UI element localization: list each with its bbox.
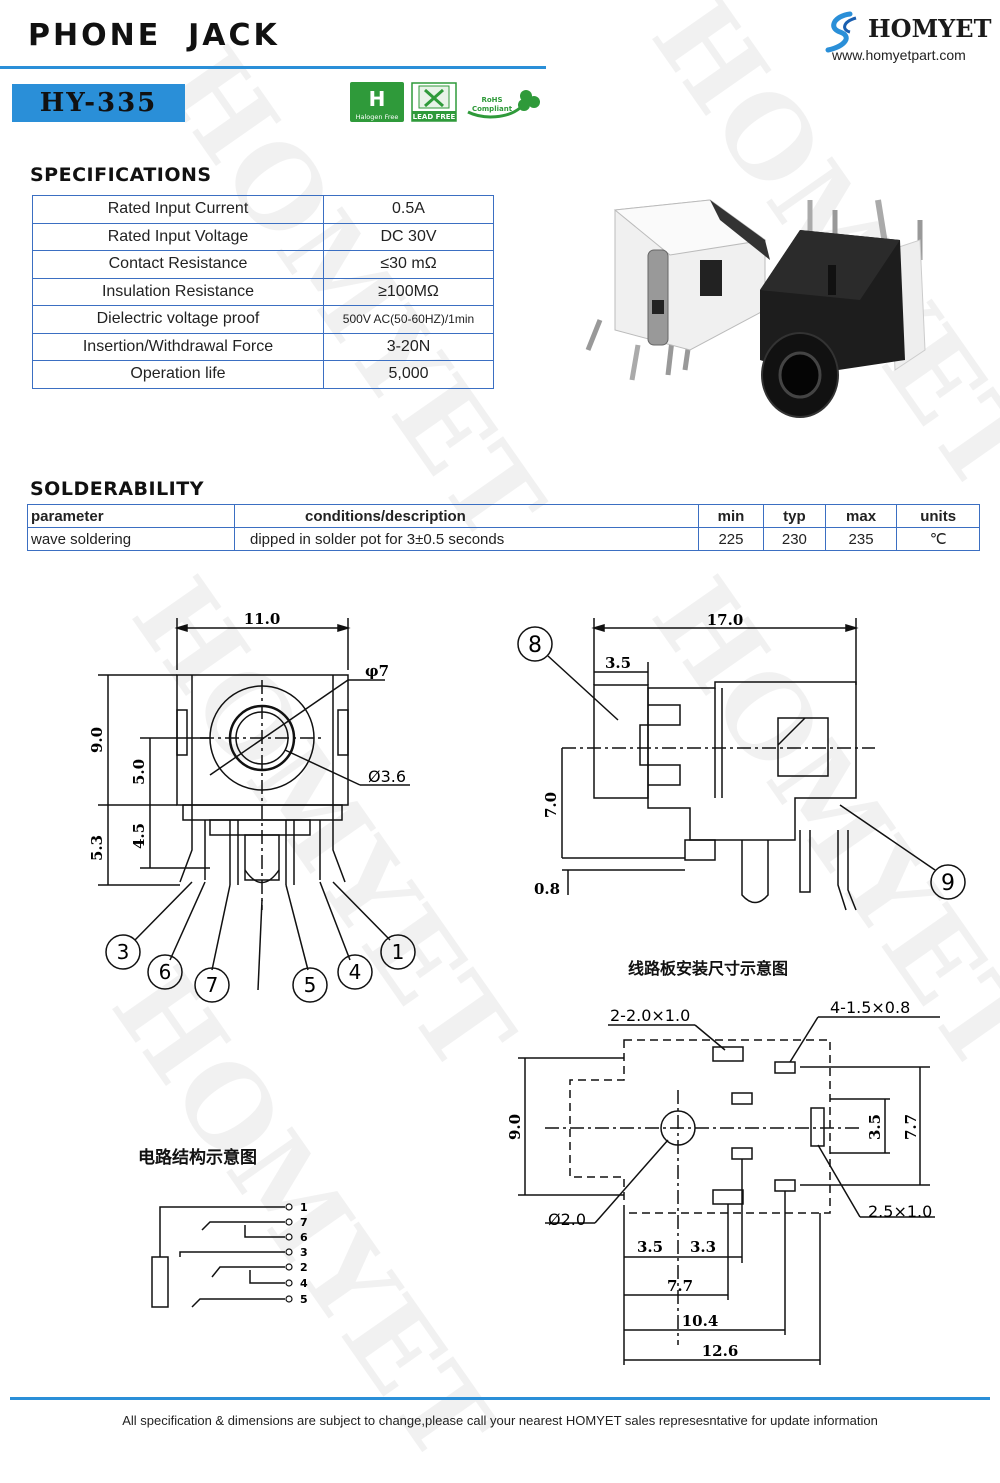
pin-label: 7 <box>206 973 219 997</box>
specifications-heading: SPECIFICATIONS <box>30 164 212 186</box>
lead-free-badge: LEAD FREE <box>411 82 457 122</box>
dim-d104: 10.4 <box>682 1312 719 1330</box>
page-title: PHONE JACK <box>28 18 280 53</box>
pin-label: 1 <box>392 940 405 964</box>
pin-label: 3 <box>117 940 130 964</box>
dim-h45: 4.5 <box>130 823 148 849</box>
front-view-drawing: 11.0 φ7 Ø3.6 9.0 5.0 4.5 5.3 3 6 7 5 4 1 <box>88 610 416 1003</box>
pcb-layout-title: 线路板安装尺寸示意图 <box>628 959 789 978</box>
jack-front-view <box>760 199 926 418</box>
jack-rear-view <box>585 199 770 381</box>
circuit-pin: 2 <box>300 1261 308 1274</box>
pad-spec-a: 2-2.0×1.0 <box>610 1006 690 1025</box>
footer-rule <box>10 1397 990 1400</box>
circuit-pin: 1 <box>300 1201 308 1214</box>
pin-label: 6 <box>159 960 172 984</box>
halogen-free-badge: H Halogen Free <box>350 82 404 122</box>
rohs-label-top: RoHS <box>481 96 502 104</box>
svg-text:H: H <box>369 87 386 111</box>
dim-d126: 12.6 <box>702 1342 739 1360</box>
circuit-pin: 3 <box>300 1246 308 1259</box>
halogen-free-label: Halogen Free <box>356 113 399 121</box>
dim-phi36: Ø3.6 <box>368 767 406 786</box>
dim-h9: 9.0 <box>88 727 106 753</box>
callout-9: 9 <box>941 871 955 896</box>
solderability-heading: SOLDERABILITY <box>30 478 204 500</box>
dim-h08: 0.8 <box>534 880 560 898</box>
dim-h77: 7.7 <box>902 1114 920 1140</box>
brand-url: www.homyetpart.com <box>832 47 966 63</box>
table-row: wave soldering dipped in solder pot for … <box>27 527 980 551</box>
footer-note: All specification & dimensions are subje… <box>122 1413 878 1428</box>
pin-label: 4 <box>349 960 362 984</box>
solderability-table: parameter conditions/description min typ… <box>27 504 980 551</box>
rohs-badge: RoHS Compliant <box>464 82 540 122</box>
homyet-logo-icon <box>825 11 857 53</box>
hole-diameter: Ø2.0 <box>548 1210 586 1229</box>
rohs-label-bottom: Compliant <box>472 105 513 113</box>
dim-h7: 7.0 <box>542 792 560 818</box>
pad-spec-b: 4-1.5×0.8 <box>830 998 910 1017</box>
dim-width: 11.0 <box>244 610 281 628</box>
dim-phi7: φ7 <box>365 662 389 680</box>
dim-h35: 3.5 <box>866 1114 884 1140</box>
table-row: Insulation Resistance≥100MΩ <box>32 277 494 306</box>
circuit-diagram: 1 7 6 3 2 4 5 <box>151 1201 308 1308</box>
dim-h9: 9.0 <box>506 1114 524 1140</box>
pcb-layout-drawing: 2-2.0×1.0 4-1.5×0.8 2.5×1.0 Ø2.0 9.0 3.5… <box>506 998 940 1365</box>
circuit-pin: 6 <box>300 1231 308 1244</box>
circuit-pin: 7 <box>300 1216 308 1229</box>
side-view-drawing: 17.0 3.5 7.0 0.8 8 9 <box>517 611 966 911</box>
title-underline <box>0 66 546 69</box>
dim-h5: 5.0 <box>130 759 148 785</box>
table-row: Contact Resistance≤30 mΩ <box>32 250 494 279</box>
callout-8: 8 <box>528 633 542 658</box>
pin-label: 5 <box>304 973 317 997</box>
dim-d77: 7.7 <box>667 1277 693 1295</box>
dim-d35: 3.5 <box>637 1238 663 1256</box>
lead-free-label: LEAD FREE <box>413 113 456 121</box>
dim-d33: 3.3 <box>690 1238 716 1256</box>
table-header-row: parameter conditions/description min typ… <box>27 504 980 528</box>
circuit-title: 电路结构示意图 <box>138 1148 257 1168</box>
dim-width: 17.0 <box>707 611 744 629</box>
pad-spec-c: 2.5×1.0 <box>868 1202 932 1221</box>
product-photo <box>585 199 926 418</box>
dim-35: 3.5 <box>605 654 631 672</box>
dim-h53: 5.3 <box>88 835 106 861</box>
model-badge: HY-335 <box>12 84 185 122</box>
brand-name: HOMYET <box>868 14 992 43</box>
circuit-pin: 5 <box>300 1293 308 1306</box>
circuit-pin: 4 <box>300 1277 308 1290</box>
